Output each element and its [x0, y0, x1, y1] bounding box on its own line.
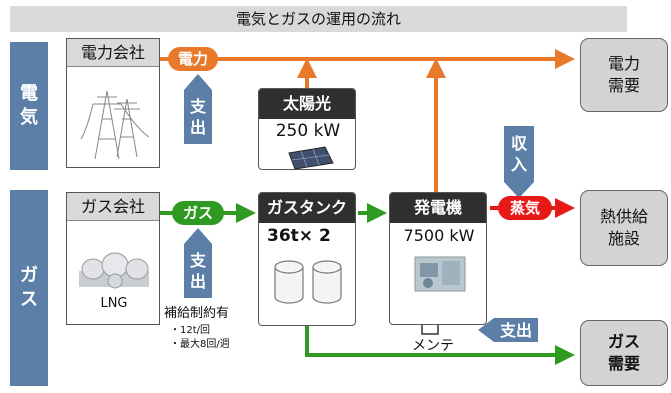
gas-company-box: ガス会社 LNG: [66, 192, 160, 325]
lng-tank-icon: [79, 252, 149, 289]
row-label-gas-char1: ガ: [20, 265, 38, 286]
expense-gas-badge: 支 出: [184, 244, 212, 298]
diagram-title: 電気とガスの運用の流れ: [10, 6, 627, 32]
gas-tank-box: ガスタンク 36t× 2: [258, 192, 356, 326]
solar-panel-icon: [288, 146, 334, 169]
heat-demand-box: 熱供給 施設: [580, 190, 668, 266]
electric-flow-label: 電力: [168, 47, 218, 71]
expense-electric-badge: 支 出: [184, 90, 212, 144]
expense-gas-arrow-head: [184, 228, 212, 244]
power-company-label: 電力会社: [67, 39, 159, 67]
income-char1: 収: [510, 134, 527, 153]
generator-value: 7500 kW: [403, 226, 475, 245]
gas-demand-line1: ガス: [607, 332, 640, 351]
expense-electric-arrow-head: [184, 74, 212, 90]
steam-flow-label: 蒸気: [498, 196, 552, 220]
heat-demand-line2: 施設: [607, 229, 640, 248]
income-badge: 収 入: [504, 126, 534, 182]
row-label-electric-char2: 気: [20, 107, 38, 128]
heat-demand-line1: 熱供給: [599, 207, 648, 226]
row-label-electric: 電 気: [10, 42, 48, 170]
supply-note-heading: 補給制約有: [164, 306, 230, 321]
tank-to-gas-demand-arrow: [305, 326, 575, 365]
gas-tank-capacity: 36t× 2: [267, 226, 331, 246]
row-label-gas-char2: ス: [20, 289, 38, 310]
income-char2: 入: [510, 155, 527, 174]
lng-caption: LNG: [100, 296, 128, 311]
income-arrow-head: [504, 182, 534, 198]
gas-company-label: ガス会社: [67, 193, 159, 221]
expense-gas-char1: 支: [189, 251, 206, 270]
power-company-box: 電力会社: [66, 38, 160, 168]
power-demand-box: 電力 需要: [580, 38, 668, 112]
expense-gas-char2: 出: [189, 272, 206, 291]
pylon-icon: [80, 90, 150, 160]
gas-flow-label: ガス: [172, 201, 224, 225]
solar-label: 太陽光: [259, 89, 355, 119]
gas-cylinder-icon: [274, 260, 342, 304]
expense-maint-badge: 支出: [494, 318, 538, 342]
power-demand-line1: 電力: [607, 54, 640, 73]
generator-box: 発電機 7500 kW: [389, 192, 487, 325]
expense-electric-char1: 支: [189, 97, 206, 116]
supply-note-line1: ・12t/回: [170, 325, 211, 336]
solar-box: 太陽光 250 kW: [258, 88, 356, 170]
gas-tank-label: ガスタンク: [259, 193, 355, 223]
expense-maint-label: 支出: [499, 320, 532, 340]
expense-electric-char2: 出: [189, 118, 206, 137]
expense-maint-arrow-head: [478, 318, 494, 342]
gas-demand-box: ガス 需要: [580, 320, 668, 386]
generator-label: 発電機: [390, 193, 486, 223]
solar-value: 250 kW: [275, 121, 341, 141]
row-label-gas: ガ ス: [10, 190, 48, 386]
gas-demand-line2: 需要: [607, 354, 640, 373]
power-demand-line2: 需要: [607, 76, 640, 95]
maintenance-label: メンテ: [412, 338, 454, 354]
generator-machine-icon: [414, 256, 466, 292]
row-label-electric-char1: 電: [20, 83, 38, 104]
supply-note-line2: ・最大8回/週: [170, 339, 230, 350]
